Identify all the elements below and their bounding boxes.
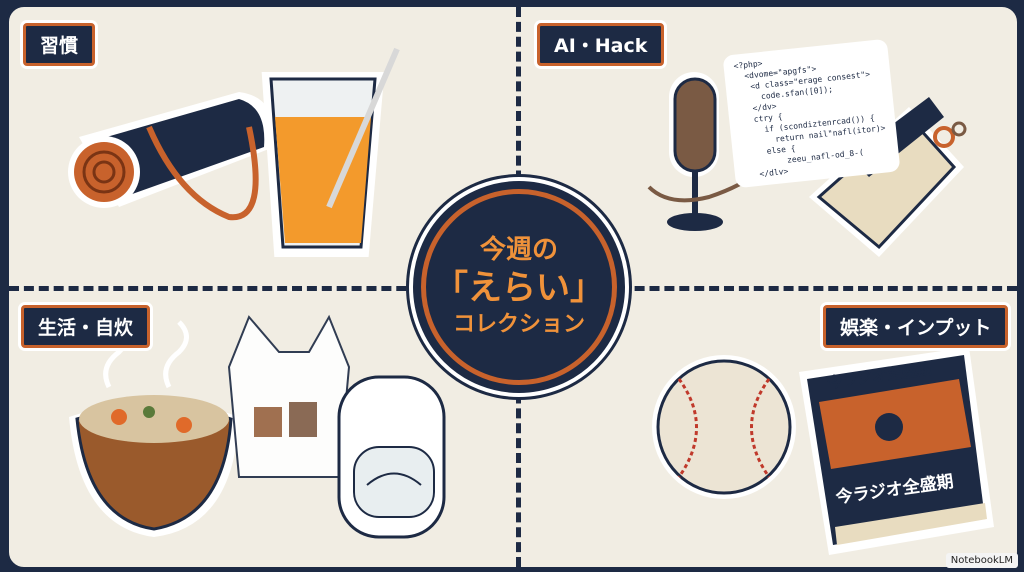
collection-board: <?php> <dvome="apgfs"> <d class="erage c… [6,4,1020,570]
juice-glass-illustration [261,47,400,257]
center-title-line3: コレクション [452,312,585,337]
book-illustration [799,347,994,555]
center-title-line1: 今週の [479,235,558,265]
code-snippet: <?php> <dvome="apgfs"> <d class="erage c… [722,38,901,189]
quadrant-label-life-cooking: 生活・自炊 [21,305,151,348]
notebooklm-watermark: NotebookLM [945,553,1018,568]
quadrant-label-habits: 習慣 [23,23,96,66]
center-title-badge: 今週の 「えらい」 コレクション [409,177,629,397]
quadrant-label-ai-hack: AI・Hack [537,23,665,66]
yoga-mat-illustration [68,92,275,221]
microphone-illustration [647,72,791,231]
miso-soup-bowl-illustration [69,320,239,537]
plastic-bag-illustration [227,314,351,478]
center-title-line2: 「えらい」 [434,268,604,308]
mouthguard-case-illustration [337,375,446,539]
illustrations [68,47,994,555]
baseball-illustration [652,355,796,499]
quadrant-label-entertainment-input: 娯楽・インプット [823,305,1009,348]
